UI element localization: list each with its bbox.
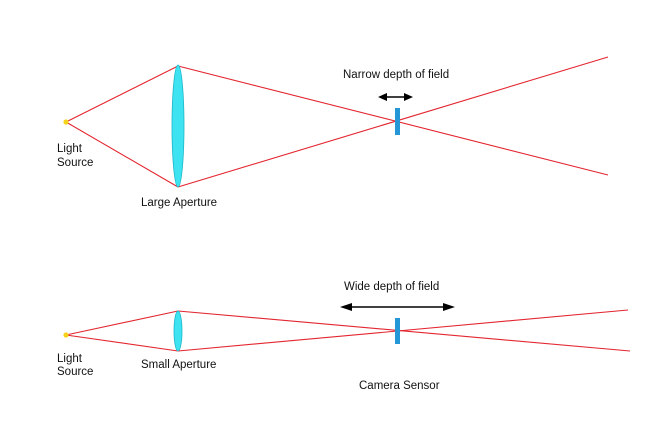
ray-lens-bottom-to-far <box>177 309 629 352</box>
ray-lens-bottom-to-far <box>177 56 609 188</box>
large-aperture-diagram: Light Source Large Aperture Narrow depth… <box>57 56 609 209</box>
ray-lens-top-to-far <box>177 65 609 176</box>
camera-sensor <box>395 318 400 344</box>
ray-source-to-lens-top <box>65 65 179 123</box>
light-source-label-line1: Light <box>57 353 83 365</box>
narrow-depth-arrow <box>378 93 413 101</box>
ray-lens-top-to-far <box>177 310 631 352</box>
wide-depth-arrow <box>340 303 455 311</box>
small-aperture-lens <box>173 310 183 352</box>
light-source-dot <box>63 332 69 338</box>
ray-source-to-lens-bottom <box>65 334 179 352</box>
wide-depth-label: Wide depth of field <box>344 281 439 293</box>
small-aperture-label: Small Aperture <box>141 359 216 371</box>
camera-sensor <box>395 108 400 135</box>
light-source-label-line1: Light <box>57 143 83 155</box>
large-aperture-label: Large Aperture <box>141 197 217 209</box>
light-source-label-line2: Source <box>57 366 93 378</box>
ray-source-to-lens-bottom <box>65 121 179 188</box>
ray-source-to-lens-top <box>65 310 179 336</box>
small-aperture-diagram: Light Source Small Aperture Wide depth o… <box>57 281 631 392</box>
narrow-depth-label: Narrow depth of field <box>343 69 449 81</box>
light-source-dot <box>63 119 69 125</box>
light-source-label-line2: Source <box>57 157 93 169</box>
camera-sensor-label: Camera Sensor <box>359 380 440 392</box>
large-aperture-lens <box>171 64 185 188</box>
